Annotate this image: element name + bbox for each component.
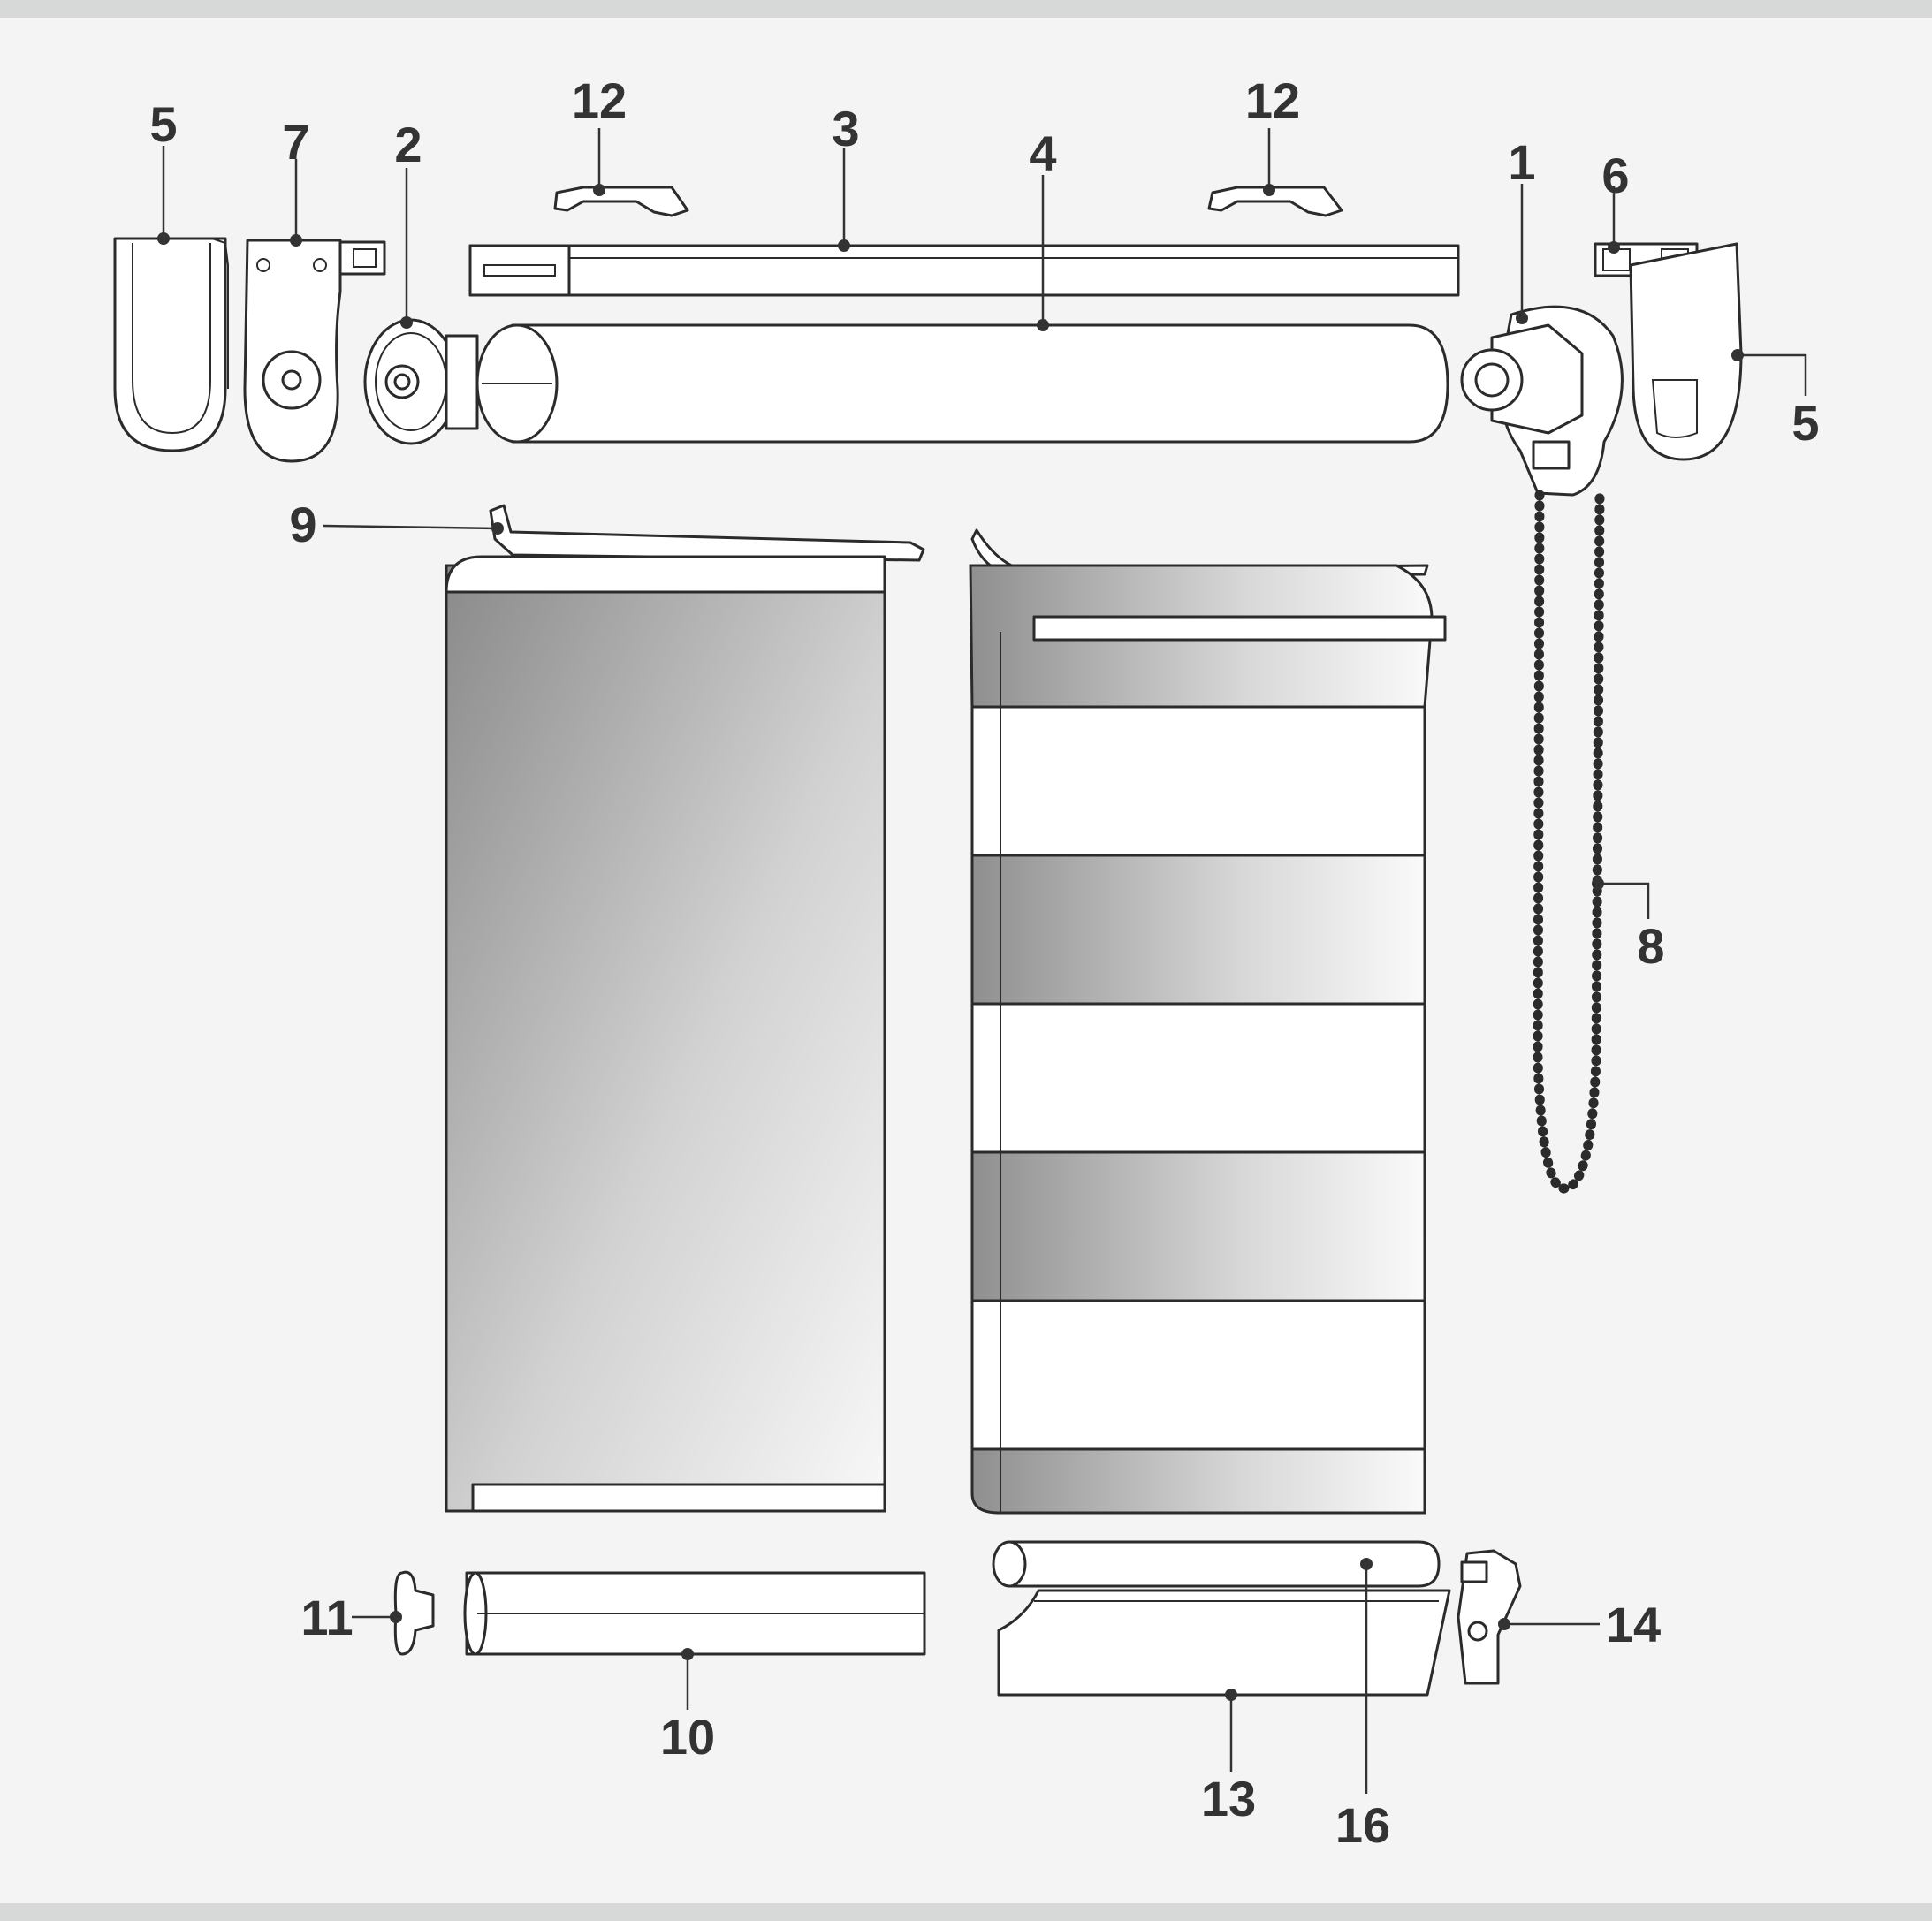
idler-end-part [363,318,479,445]
label-chain: 8 [1637,918,1664,974]
leaders [157,128,1807,1794]
label-roller-tube: 4 [1029,125,1056,181]
top-frame-bar [0,0,1932,18]
label-bottom-bracket: 14 [1606,1597,1661,1652]
label-end-cap-left: 5 [149,96,177,152]
callout-labels: 5 7 2 12 3 4 12 1 6 5 8 9 11 10 13 16 14 [149,72,1819,1853]
label-control-bracket: 6 [1601,148,1629,203]
weight-bar-part [992,1540,1441,1588]
end-cap-left-part [113,237,229,452]
label-end-cap-right: 5 [1791,395,1819,451]
roller-tube-part [475,323,1449,444]
cassette-bottom-rail-part [997,1589,1451,1697]
bead-chain-part [1533,490,1605,1194]
label-idler-end: 2 [394,117,422,172]
label-bottom-end-cap: 11 [300,1590,353,1645]
control-unit-part [1460,305,1624,497]
top-clip-left-part [553,186,689,217]
label-control-unit: 1 [1508,134,1535,190]
bottom-bracket-part [1457,1549,1522,1685]
plain-shade-panel [445,555,886,1513]
bottom-frame-bar [0,1903,1932,1921]
label-cassette-bottom-rail: 13 [1201,1771,1256,1826]
control-bracket-part [1594,242,1743,461]
label-idler-bracket: 7 [282,114,309,170]
top-clip-right-part [1207,186,1343,217]
idler-bracket-part [243,239,386,463]
label-top-clip-left: 12 [572,72,627,128]
bottom-rail-part [463,1571,926,1656]
zebra-shade-panel [969,528,1447,1515]
label-top-profile: 3 [832,101,859,156]
top-profile-part [468,244,1460,297]
label-weight-bar: 16 [1335,1797,1390,1853]
bottom-end-cap-part [393,1570,435,1656]
fabric-strip-part [489,504,925,562]
label-top-clip-right: 12 [1245,72,1300,128]
label-fabric-strip: 9 [289,497,316,552]
label-bottom-rail: 10 [660,1709,715,1765]
